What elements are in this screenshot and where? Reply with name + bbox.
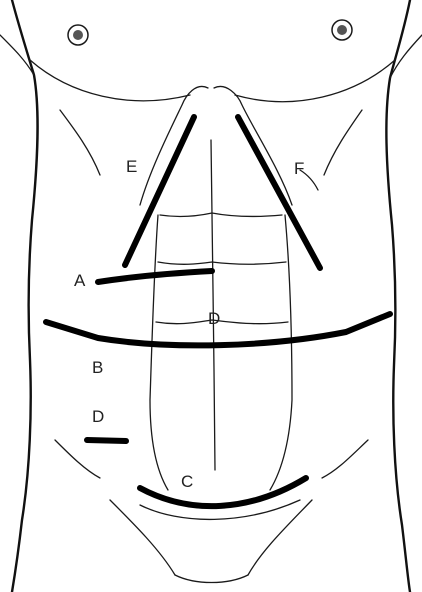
right-ribline [324,110,362,175]
label-a: A [74,271,86,290]
incision-d-small [87,440,126,441]
incision-e-left-subcostal [125,117,194,265]
right-iliac-crest [322,440,368,478]
right-nipple-icon [332,20,352,40]
tendinous-line-2 [158,262,286,264]
lower-abdomen [55,440,368,583]
left-pectoral [30,60,190,101]
label-c: C [181,472,193,491]
linea-alba [211,140,215,470]
pubic-curve [175,575,248,583]
xiphoid-left [140,86,208,205]
incision-c-pfannenstiel [140,478,306,506]
left-nipple-icon [68,25,88,45]
right-pectoral [235,60,395,102]
label-f: F [294,159,304,178]
label-d-upper: D [208,309,220,328]
left-ribline [60,110,100,175]
right-inguinal [248,500,312,575]
chest [30,20,395,102]
left-body-contour [12,0,38,592]
label-d-lower: D [92,407,104,426]
right-body-contour [386,0,410,592]
rectus-abdominis [150,140,292,490]
left-inguinal [110,500,175,575]
left-rectus-border [150,215,168,490]
label-e: E [126,157,137,176]
label-b: B [92,358,103,377]
incision-f-right-subcostal [238,117,320,268]
right-rectus-border [270,215,292,490]
tendinous-line-1 [160,213,282,216]
left-iliac-crest [55,440,100,478]
tendinous-line-3 [156,320,288,324]
